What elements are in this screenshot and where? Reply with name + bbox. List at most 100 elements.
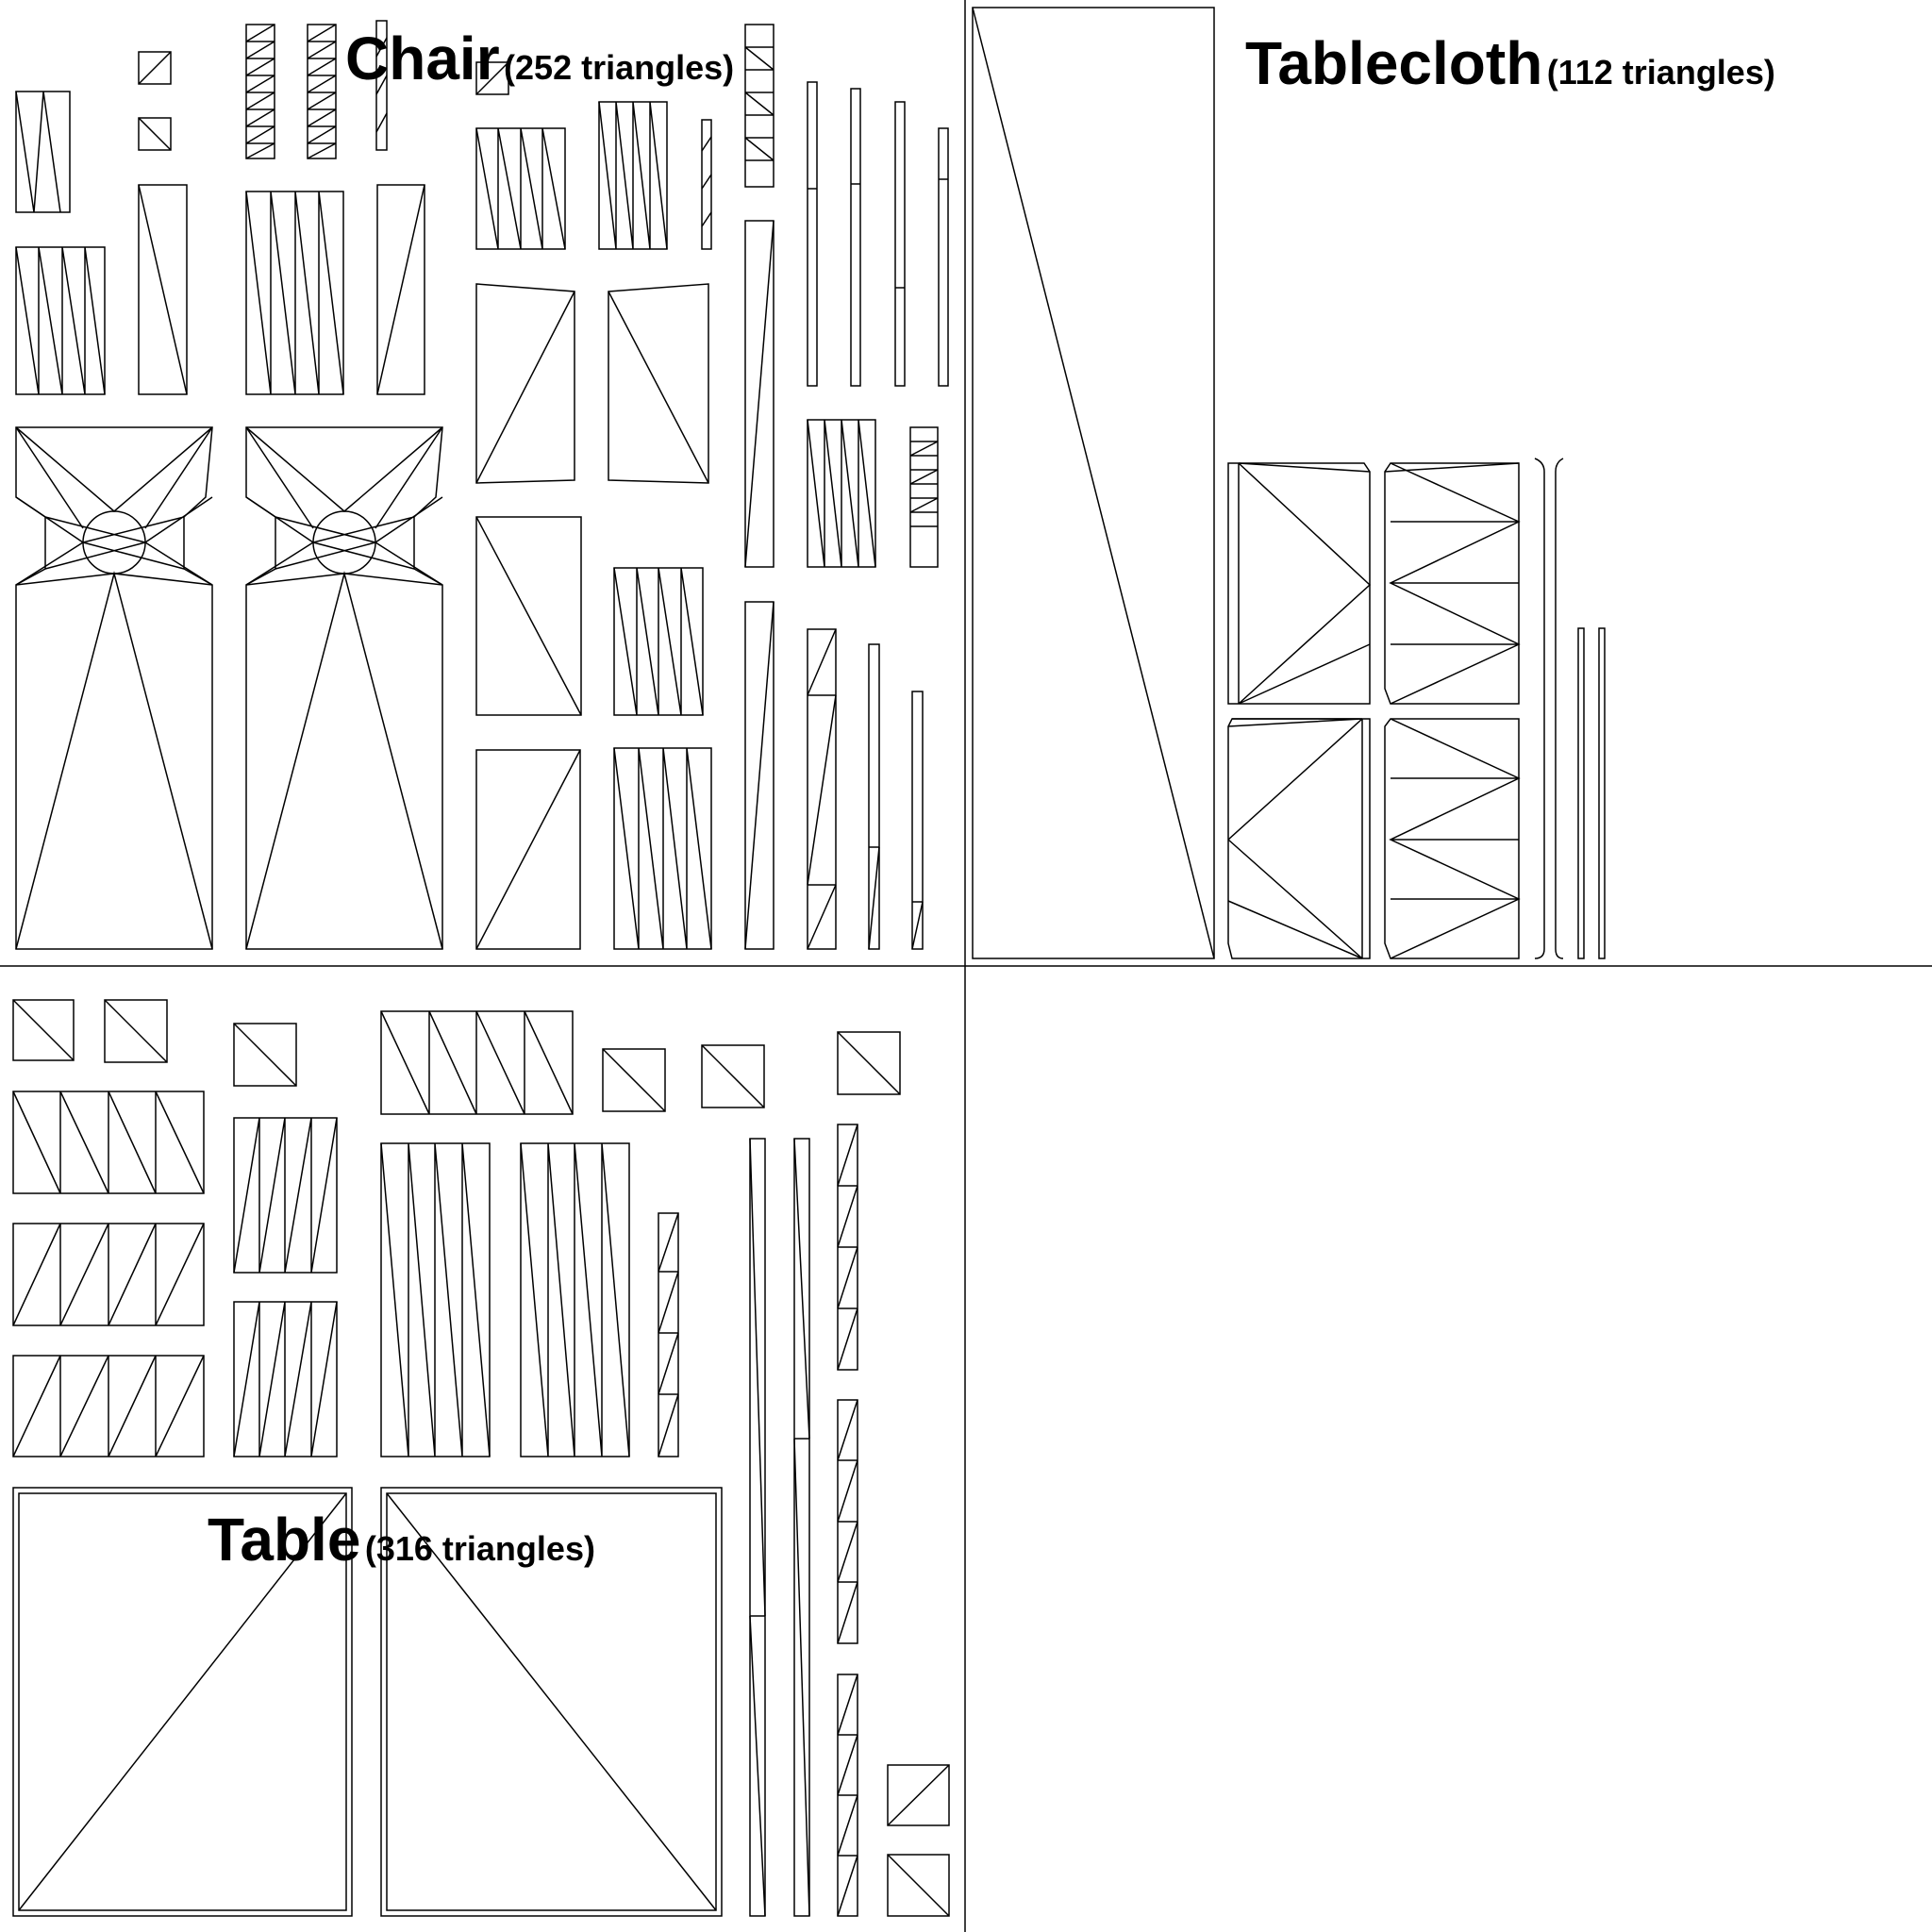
uv-island-edges bbox=[233, 1117, 338, 1274]
uv-island-edges bbox=[380, 1142, 491, 1457]
uv-island bbox=[1598, 627, 1606, 959]
uv-island-edges bbox=[307, 24, 337, 159]
uv-island bbox=[15, 246, 106, 395]
table-label: Table (316 triangles) bbox=[208, 1509, 595, 1570]
uv-island-edges bbox=[1238, 462, 1372, 705]
uv-island bbox=[749, 1138, 766, 1917]
uv-island bbox=[245, 24, 275, 159]
uv-island bbox=[793, 1138, 810, 1917]
uv-island bbox=[1227, 462, 1371, 705]
uv-island-edges bbox=[658, 1212, 679, 1457]
uv-island-edges bbox=[475, 291, 575, 484]
uv-island-edges bbox=[1389, 718, 1521, 959]
uv-island bbox=[658, 1212, 679, 1457]
uv-island bbox=[868, 643, 880, 950]
uv-island-edges bbox=[380, 1010, 574, 1115]
uv-island bbox=[307, 24, 337, 159]
chair-label-triangles: (252 triangles) bbox=[504, 48, 735, 87]
uv-island-edges bbox=[245, 24, 275, 159]
chair-back-panel-left bbox=[15, 426, 213, 950]
uv-island-edges bbox=[837, 1674, 858, 1917]
uv-island bbox=[837, 1031, 901, 1095]
uv-island bbox=[938, 127, 949, 387]
table-uv-islands bbox=[12, 999, 950, 1917]
uv-island-edge bbox=[701, 1044, 765, 1108]
uv-island bbox=[894, 101, 906, 387]
uv-island bbox=[12, 999, 75, 1061]
uv-island-edges bbox=[749, 1138, 766, 1917]
uv-island bbox=[1227, 718, 1371, 959]
uv-island bbox=[744, 220, 774, 568]
uv-island bbox=[376, 184, 425, 395]
uv-island-edges bbox=[608, 291, 709, 484]
tablecloth-label-name: Tablecloth bbox=[1245, 29, 1543, 97]
uv-island bbox=[744, 601, 774, 950]
uv-island bbox=[701, 119, 712, 250]
uv-island bbox=[475, 516, 582, 716]
uv-island bbox=[744, 24, 774, 188]
uv-island-edges bbox=[807, 419, 876, 568]
uv-island-edge bbox=[138, 184, 188, 395]
uv-island bbox=[850, 88, 861, 387]
chair-uv-islands bbox=[15, 20, 949, 950]
uv-island-edge bbox=[744, 220, 774, 568]
uv-island-edge bbox=[837, 1031, 901, 1095]
uv-island-edge bbox=[376, 184, 425, 395]
uv-island-edges bbox=[12, 1091, 205, 1194]
uv-island-edge bbox=[602, 1048, 666, 1112]
uv-island-edges bbox=[837, 1399, 858, 1644]
uv-island bbox=[887, 1854, 950, 1917]
uv-island bbox=[972, 7, 1215, 959]
uv-island-edge bbox=[104, 999, 168, 1063]
uv-island-edges bbox=[15, 91, 61, 213]
uv-island-edges bbox=[1227, 718, 1363, 959]
uv-island bbox=[1555, 458, 1564, 959]
uv-island bbox=[475, 61, 509, 95]
uv-island-edges bbox=[375, 37, 388, 133]
uv-island bbox=[807, 628, 837, 950]
uv-island bbox=[807, 81, 818, 387]
uv-island-edges bbox=[868, 846, 880, 950]
table-label-triangles: (316 triangles) bbox=[364, 1529, 595, 1568]
uv-island-edges bbox=[807, 628, 837, 950]
uv-island-edges bbox=[909, 441, 939, 527]
uv-island-edges bbox=[613, 567, 704, 716]
chair-back-panel-right bbox=[245, 426, 443, 950]
uv-island-edges bbox=[245, 191, 344, 395]
uv-island-edge bbox=[887, 1764, 950, 1826]
chair-label: Chair (252 triangles) bbox=[345, 28, 734, 89]
uv-island bbox=[375, 20, 388, 151]
uv-island-edges bbox=[12, 1355, 205, 1457]
uv-island-edge bbox=[972, 7, 1215, 959]
uv-island bbox=[233, 1023, 297, 1087]
uv-island-edge bbox=[138, 51, 172, 85]
uv-island-edges bbox=[520, 1142, 630, 1457]
uv-island-edge bbox=[475, 516, 582, 716]
uv-island-edge bbox=[744, 601, 774, 950]
chair-label-name: Chair bbox=[345, 25, 500, 92]
uv-island-edge bbox=[233, 1023, 297, 1087]
table-top-panel-left bbox=[12, 1487, 353, 1917]
tablecloth-label: Tablecloth (112 triangles) bbox=[1245, 33, 1775, 93]
uv-island-edge bbox=[138, 117, 172, 151]
uv-island bbox=[909, 426, 939, 568]
uv-island-edges bbox=[233, 1301, 338, 1457]
uv-island bbox=[1534, 458, 1545, 959]
tablecloth-label-triangles: (112 triangles) bbox=[1546, 53, 1775, 92]
uv-island-edges bbox=[613, 747, 712, 950]
uv-island bbox=[138, 51, 172, 85]
uv-island bbox=[887, 1764, 950, 1826]
uv-island-edge bbox=[475, 749, 581, 950]
uv-island-edges bbox=[12, 1223, 205, 1326]
uv-island bbox=[1384, 718, 1520, 959]
uv-island-edges bbox=[793, 1138, 810, 1917]
tablecloth-uv-islands bbox=[972, 7, 1606, 959]
uv-island-edges bbox=[837, 1124, 858, 1371]
uv-island-edge bbox=[475, 61, 509, 95]
uv-island-edges bbox=[911, 901, 924, 950]
uv-island bbox=[911, 691, 924, 950]
uv-island-edges bbox=[744, 46, 774, 161]
uv-island-edges bbox=[701, 136, 712, 227]
table-label-name: Table bbox=[208, 1506, 361, 1574]
